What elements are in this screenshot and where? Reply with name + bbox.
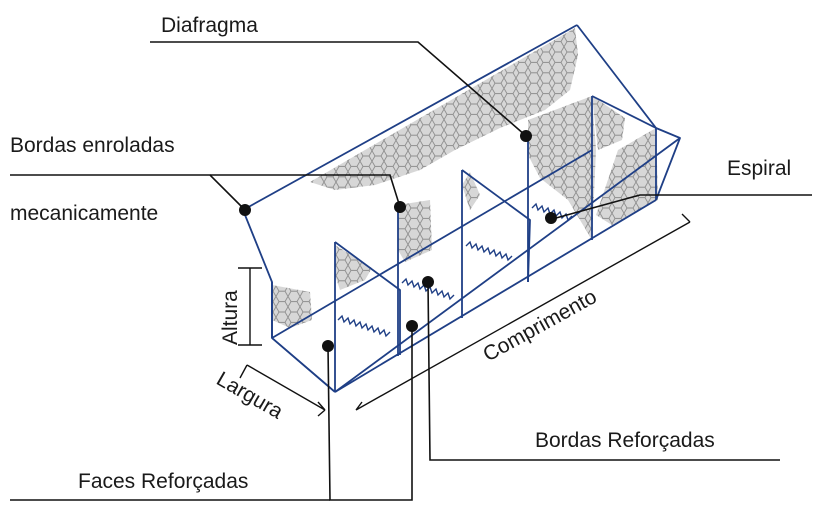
dot-rolled-edges-left — [239, 204, 251, 216]
label-bordas-enroladas-line2: mecanicamente — [10, 202, 158, 225]
leader-lines — [10, 41, 812, 501]
dot-spiral — [545, 212, 557, 224]
gabion-frame — [242, 24, 681, 393]
label-comprimento: Comprimento — [479, 285, 600, 366]
dot-rolled-edges-top — [394, 201, 406, 213]
label-bordas-enroladas-line1: Bordas enroladas — [10, 134, 175, 157]
dot-reinforced-face-2 — [406, 320, 418, 332]
dot-reinforced-edges — [422, 276, 434, 288]
dot-diaphragm — [520, 130, 532, 142]
mesh-texture — [272, 28, 658, 328]
label-diafragma: Diafragma — [161, 14, 258, 37]
label-largura: Largura — [213, 367, 287, 423]
dot-reinforced-face-1 — [322, 340, 334, 352]
label-faces-reforcadas: Faces Reforçadas — [78, 470, 248, 493]
label-espiral: Espiral — [727, 157, 791, 180]
label-altura: Altura — [219, 290, 242, 345]
label-bordas-reforcadas: Bordas Reforçadas — [535, 429, 715, 452]
callout-dots — [239, 130, 557, 352]
